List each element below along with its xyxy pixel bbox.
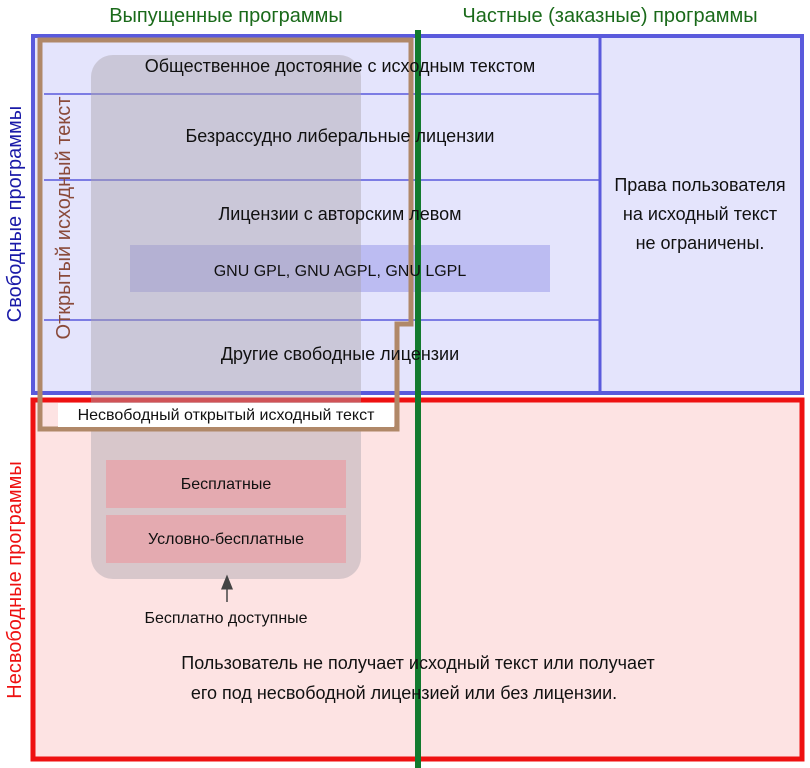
gnu-label: GNU GPL, GNU AGPL, GNU LGPL xyxy=(214,263,467,280)
nonfree-row-header: Несвободные программы xyxy=(4,461,26,699)
gratis-overlay xyxy=(91,55,361,579)
other-free-label: Другие свободные лицензии xyxy=(221,344,459,364)
released-column-header: Выпущенные программы xyxy=(109,5,343,27)
nonfree-note-line-1: Пользователь не получает исходный текст … xyxy=(181,653,654,673)
gratis-label: Бесплатно доступные xyxy=(144,610,307,627)
shareware-box xyxy=(106,515,346,563)
nonfree-note-line-2: его под несвободной лицензией или без ли… xyxy=(191,683,617,703)
user-rights-line-3: не ограничены. xyxy=(636,233,765,253)
copyleft-label: Лицензии с авторским левом xyxy=(218,204,461,224)
freeware-label: Бесплатные xyxy=(181,476,272,493)
nonfree-open-source-label-bg xyxy=(58,403,394,427)
permissive-label: Безрассудно либеральные лицензии xyxy=(185,126,494,146)
gnu-box xyxy=(130,245,550,292)
open-source-outline xyxy=(37,37,414,432)
shareware-label: Условно-бесплатные xyxy=(148,531,304,548)
user-rights-line-2: на исходный текст xyxy=(623,204,777,224)
public-domain-label: Общественное достояние с исходным тексто… xyxy=(145,56,536,76)
nonfree-open-source-label: Несвободный открытый исходный текст xyxy=(78,407,376,424)
private-column-header: Частные (заказные) программы xyxy=(462,5,757,27)
free-row-header: Свободные программы xyxy=(4,106,26,322)
user-rights-line-1: Права пользователя xyxy=(614,175,785,195)
freeware-box xyxy=(106,460,346,508)
open-source-label: Открытый исходный текст xyxy=(53,97,75,340)
